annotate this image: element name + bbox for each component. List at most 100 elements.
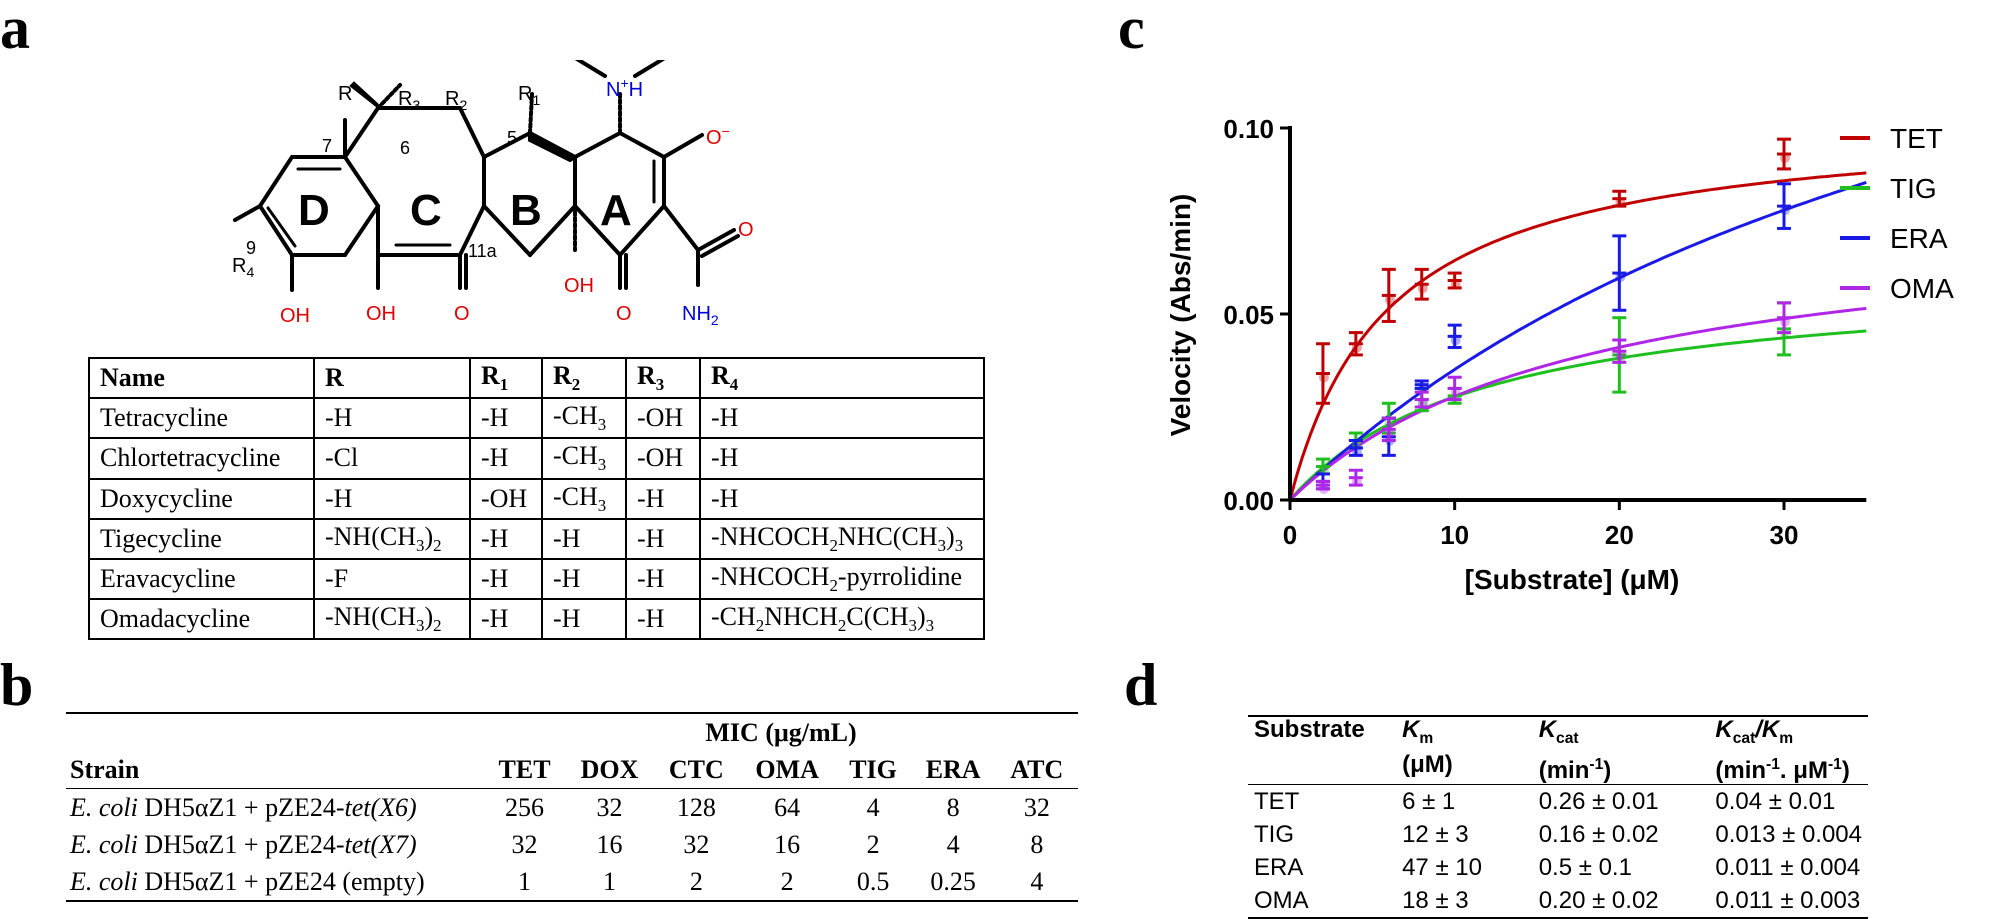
header-r1: R1	[469, 356, 543, 400]
mic-header-strain: Strain	[70, 754, 140, 784]
data-point-era	[1612, 234, 1627, 312]
mic-value: 128	[676, 792, 716, 822]
enolate-oxygen: O−	[706, 123, 730, 149]
mic-column-header: DOX	[580, 754, 639, 784]
kinetics-table: Substrate Km(μM) Kcat(min-1) Kcat/Km(min…	[1248, 715, 1868, 919]
substituent-value: -Cl	[313, 437, 471, 480]
y-tick-label: 0.00	[1223, 486, 1274, 516]
substituent-value: -H	[699, 477, 985, 520]
mic-value: 0.5	[856, 866, 890, 896]
substituent-value: -H	[469, 517, 543, 560]
substituent-value: -H	[313, 477, 471, 520]
kinetics-table-panel: Substrate Km(μM) Kcat(min-1) Kcat/Km(min…	[1248, 715, 1868, 919]
data-point-oma	[1447, 375, 1462, 402]
data-point-tet	[1348, 331, 1363, 357]
compound-name: Omadacycline	[88, 598, 315, 641]
ketone-11-oxygen: O	[454, 303, 470, 325]
x-tick-label: 20	[1605, 520, 1634, 550]
kinetic-value: 0.013 ± 0.004	[1715, 820, 1862, 848]
header-name: Name	[88, 356, 315, 400]
compound-name: Tetracycline	[88, 397, 315, 440]
mic-value: 8	[946, 792, 960, 822]
substituent-row: Eravacycline-F-H-H-H-NHCOCH2-pyrrolidine	[88, 557, 985, 601]
compound-name: Doxycycline	[88, 477, 315, 520]
legend-item-tet: TET	[1840, 123, 1943, 154]
y-tick-label: 0.10	[1223, 114, 1274, 144]
mic-column-header: CTC	[668, 754, 724, 784]
header-r2: R2	[541, 356, 627, 400]
atom-number-11a: 11a	[468, 241, 498, 261]
y-tick-label: 0.05	[1223, 300, 1274, 330]
compound-name: Eravacycline	[88, 557, 315, 601]
kinetic-value: 0.011 ± 0.004	[1715, 853, 1861, 881]
substituent-value: -H	[541, 557, 627, 601]
data-point-oma	[1348, 468, 1363, 487]
mic-value: 4	[866, 792, 880, 822]
hydroxyl-10-label: OH	[280, 305, 310, 327]
legend-item-tig: TIG	[1840, 173, 1937, 204]
mic-value: 2	[866, 829, 880, 859]
atom-label-r1: R1	[518, 83, 540, 108]
ring-label-b: B	[510, 186, 542, 235]
fit-curve-tet	[1288, 171, 1867, 501]
mic-value: 4	[1030, 866, 1044, 896]
substrate-name: ERA	[1254, 853, 1304, 881]
strain-label: E. coli DH5αZ1 + pZE24 (empty)	[70, 866, 425, 896]
legend-label: ERA	[1890, 223, 1948, 254]
data-point-oma	[1777, 301, 1791, 335]
mic-column-header: ERA	[925, 754, 981, 784]
substrate-name: TIG	[1254, 820, 1294, 848]
substituent-value: -H	[469, 437, 543, 480]
mic-value: 16	[596, 829, 623, 859]
kin-header-km: Km(μM)	[1402, 716, 1453, 778]
mic-value: 256	[505, 792, 545, 822]
strain-label: E. coli DH5αZ1 + pZE24-tet(X6)	[70, 792, 417, 822]
strain-label: E. coli DH5αZ1 + pZE24-tet(X7)	[70, 829, 417, 859]
data-point-tet	[1612, 189, 1627, 208]
atom-label-r: R	[338, 83, 352, 105]
mic-column-header: TIG	[849, 754, 897, 784]
data-point-era	[1348, 438, 1363, 457]
substituent-value: -H	[469, 598, 543, 641]
substituent-table: Name R R1 R2 R3 R4 Tetracycline-H-H-CH3-…	[88, 356, 985, 641]
substrate-name: TET	[1254, 787, 1300, 815]
substituent-value: -CH3	[541, 477, 627, 520]
mic-value: 64	[774, 792, 801, 822]
substituent-value: -H	[469, 397, 543, 440]
atom-number-5: 5	[507, 128, 517, 148]
substituent-value: -H	[625, 598, 701, 641]
substituent-row: Tetracycline-H-H-CH3-OH-H	[88, 397, 985, 440]
substituent-value: -OH	[469, 477, 543, 520]
substituent-value: -H	[625, 557, 701, 601]
mic-column-header: ATC	[1010, 754, 1064, 784]
mic-column-header: OMA	[755, 754, 819, 784]
substituent-value: -H	[699, 437, 985, 480]
substituent-value: -H	[699, 397, 985, 440]
header-r4: R4	[699, 356, 985, 400]
atom-label-r2: R2	[445, 88, 467, 113]
mic-value: 1	[518, 866, 532, 896]
kinetic-value: 12 ± 3	[1402, 820, 1469, 848]
substrate-name: OMA	[1254, 886, 1309, 914]
mic-row: E. coli DH5αZ1 + pZE24-tet(X6) 256 32 128 64…	[66, 789, 1078, 827]
mic-value: 16	[774, 829, 801, 859]
data-point-oma	[1612, 338, 1627, 364]
x-axis-label: [Substrate] (μM)	[1465, 564, 1680, 595]
mic-value: 1	[602, 866, 616, 896]
x-tick-label: 30	[1770, 520, 1799, 550]
data-point-tet	[1381, 267, 1396, 323]
mic-value: 32	[596, 792, 623, 822]
substituent-value: -NH(CH3)2	[313, 517, 471, 560]
kinetic-value: 0.04 ± 0.01	[1715, 787, 1836, 815]
substituent-value: -H	[469, 557, 543, 601]
atom-number-9: 9	[246, 238, 256, 258]
header-r: R	[313, 356, 471, 400]
ring-label-a: A	[600, 186, 632, 235]
substituent-value: -NH(CH3)2	[313, 598, 471, 641]
kin-header-kcat-km: Kcat/Km(min-1. μM-1)	[1715, 716, 1850, 784]
substituent-value: -OH	[625, 437, 701, 480]
substituent-value: -F	[313, 557, 471, 601]
amide-oxygen: O	[738, 219, 754, 241]
dimethylammonium-label: N+H	[606, 75, 643, 101]
